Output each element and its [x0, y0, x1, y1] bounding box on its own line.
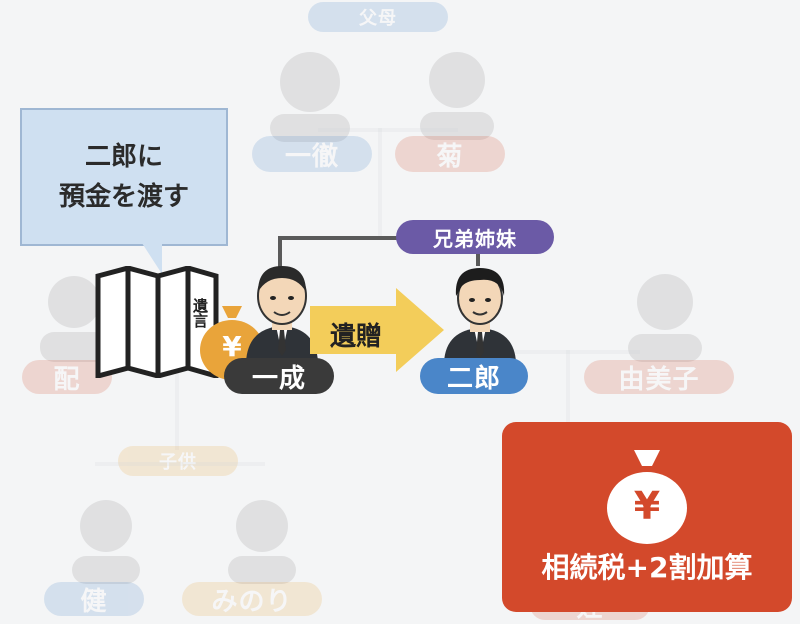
callout-tail: [140, 240, 162, 274]
kazunari-label: 一成: [224, 358, 334, 394]
yukiko-avatar: [628, 274, 702, 362]
will-document-icon: [95, 266, 219, 378]
bequest-arrow-icon: [310, 288, 444, 372]
callout-bubble: 二郎に 預金を渡す: [20, 108, 228, 246]
spouse-avatar: [40, 276, 108, 362]
ittetsu-avatar: [270, 52, 350, 142]
ittetsu-label: 一徹: [252, 136, 372, 172]
sibling-connector: [278, 236, 282, 272]
callout-line1: 二郎に: [84, 142, 163, 172]
inheritance-tax-box: ¥ 相続税+2割加算: [502, 422, 792, 612]
tax-label: 相続税+2割加算: [541, 551, 753, 584]
tax-money-bag-icon: [607, 450, 687, 544]
kiku-avatar: [420, 52, 494, 140]
document-label: 遺言: [191, 298, 209, 328]
children-label: 子供: [118, 446, 238, 476]
kazunari-avatar: [246, 266, 318, 362]
callout-line2: 預金を渡す: [58, 182, 189, 212]
tax-yen: ¥: [633, 484, 661, 528]
kiku-label: 菊: [395, 136, 505, 172]
child2-avatar: [228, 500, 296, 584]
jiro-label: 二郎: [420, 358, 528, 394]
child1-avatar: [72, 500, 140, 584]
money-bag-yen: ¥: [222, 330, 242, 363]
child2-label: みのり: [182, 582, 322, 617]
child1-label: 健: [44, 582, 144, 617]
siblings-label: 兄弟姉妹: [396, 220, 554, 254]
yukiko-label: 由美子: [584, 360, 734, 395]
jiro-avatar: [444, 268, 516, 362]
parents-label: 父母: [308, 2, 448, 32]
arrow-label: 遺贈: [330, 322, 383, 352]
